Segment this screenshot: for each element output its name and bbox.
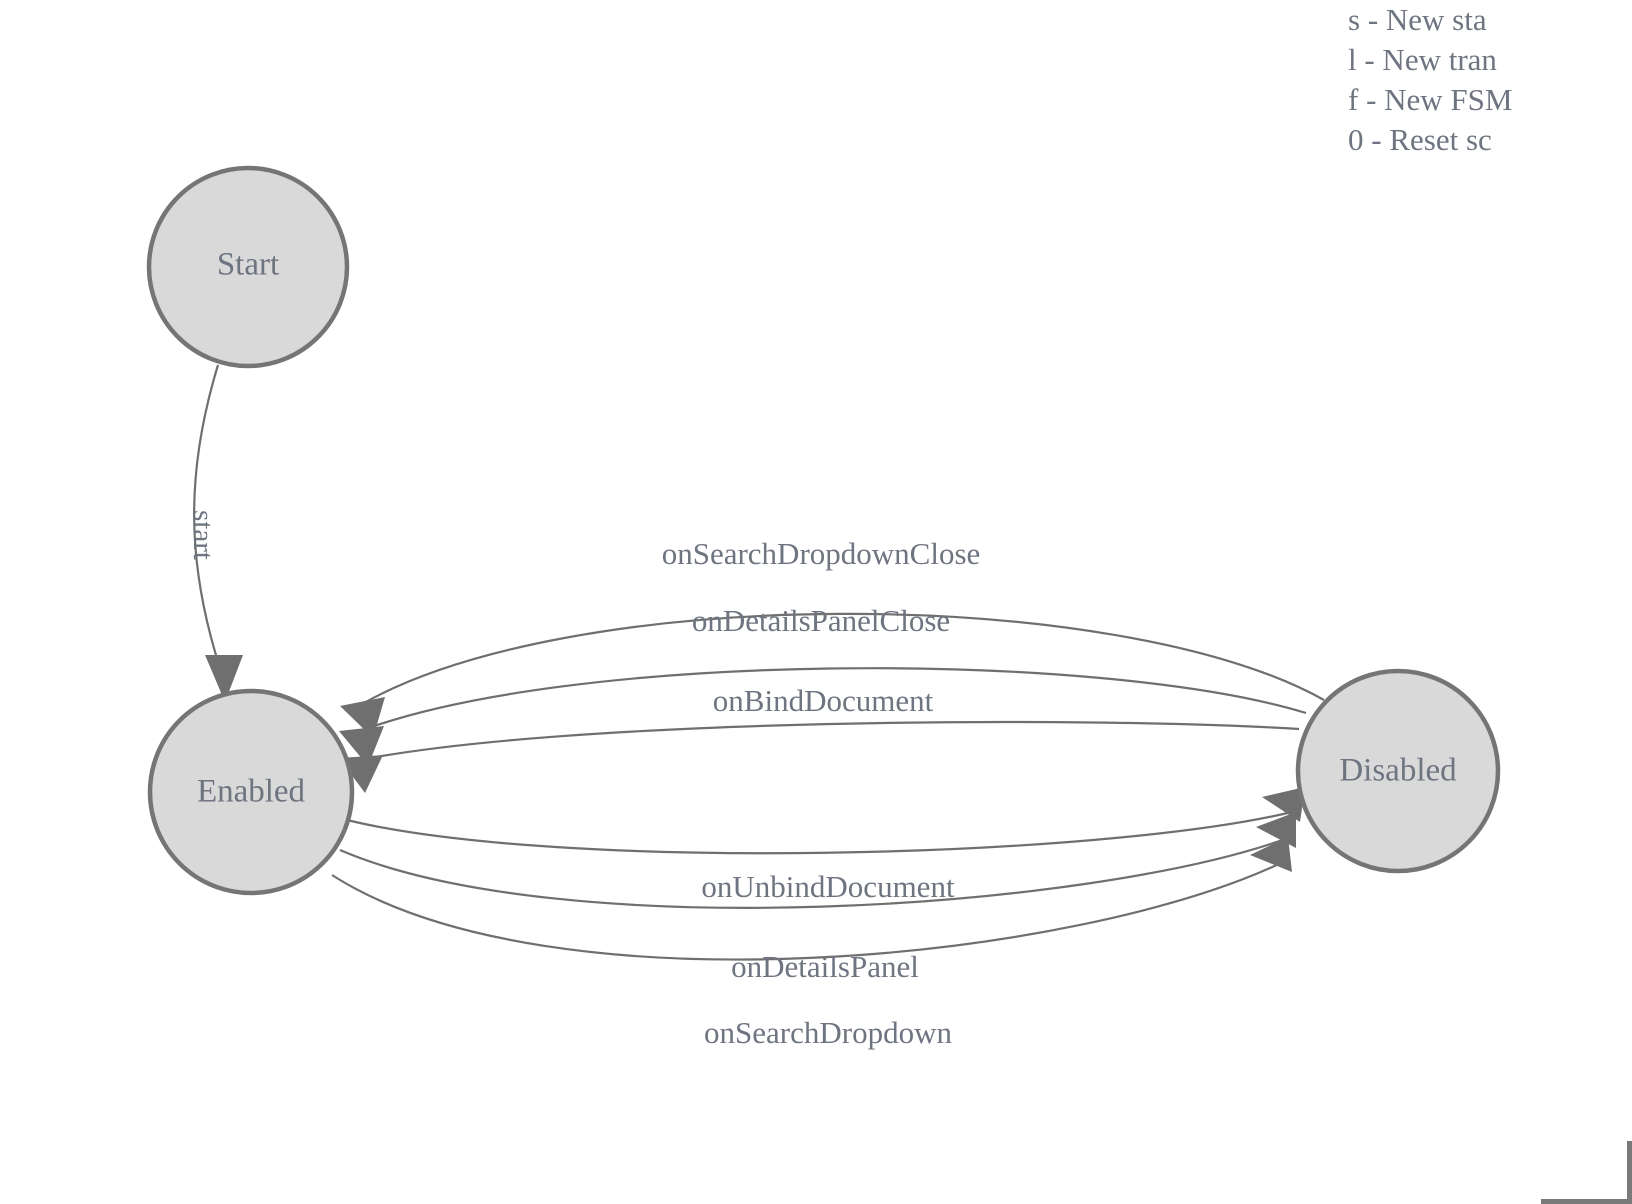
help-line-reset-scale: 0 - Reset sc <box>1348 122 1492 157</box>
node-disabled[interactable]: Disabled <box>1295 668 1501 874</box>
node-start[interactable]: Start <box>146 165 350 369</box>
edge-enabled-to-disabled-onunbinddocument[interactable] <box>346 787 1305 855</box>
edge-label-onsearchdropdownclose: onSearchDropdownClose <box>662 536 981 571</box>
edge-label-onbinddocument: onBindDocument <box>713 683 934 718</box>
help-line-new-state: s - New sta <box>1348 2 1487 37</box>
edge-arrowhead-ondetailspanelclose <box>339 726 384 766</box>
edge-enabled-to-disabled-onsearchdropdown[interactable] <box>331 837 1292 961</box>
edge-path-start-enabled[interactable] <box>193 364 221 666</box>
node-enabled[interactable]: Enabled <box>147 688 355 896</box>
node-disabled-circle[interactable] <box>1295 668 1501 874</box>
node-start-circle[interactable] <box>146 165 350 369</box>
edge-label-onunbinddocument: onUnbindDocument <box>701 869 955 904</box>
help-line-new-fsm: f - New FSM <box>1348 82 1513 117</box>
edge-path-onsearchdropdown[interactable] <box>331 861 1284 961</box>
edge-arrowhead-start-enabled <box>205 655 243 702</box>
edge-start-to-enabled[interactable] <box>193 364 243 702</box>
edge-label-onsearchdropdown: onSearchDropdown <box>704 1015 952 1050</box>
node-enabled-label: Enabled <box>197 774 306 810</box>
node-disabled-label: Disabled <box>1339 753 1457 789</box>
edge-label-ondetailspanel: onDetailsPanel <box>731 949 919 984</box>
help-line-new-transition: l - New tran <box>1348 42 1497 77</box>
keyboard-shortcuts-help: s - New sta l - New tran f - New FSM 0 -… <box>1348 0 1632 160</box>
edge-disabled-to-enabled-onbinddocument[interactable] <box>339 720 1300 793</box>
edge-disabled-to-enabled-ondetailspanelclose[interactable] <box>339 667 1307 766</box>
edge-path-ondetailspanel[interactable] <box>339 836 1289 909</box>
edge-path-ondetailspanelclose[interactable] <box>349 667 1307 737</box>
edge-label-ondetailspanelclose: onDetailsPanelClose <box>692 603 950 638</box>
edge-label-start: start <box>187 510 219 560</box>
edge-arrowhead-onsearchdropdown <box>1250 837 1292 872</box>
node-enabled-circle[interactable] <box>147 688 355 896</box>
edge-path-onbinddocument[interactable] <box>349 720 1300 764</box>
edge-path-onunbinddocument[interactable] <box>346 810 1293 855</box>
edge-path-onsearchdropdownclose[interactable] <box>351 612 1325 711</box>
node-start-label: Start <box>217 247 279 283</box>
